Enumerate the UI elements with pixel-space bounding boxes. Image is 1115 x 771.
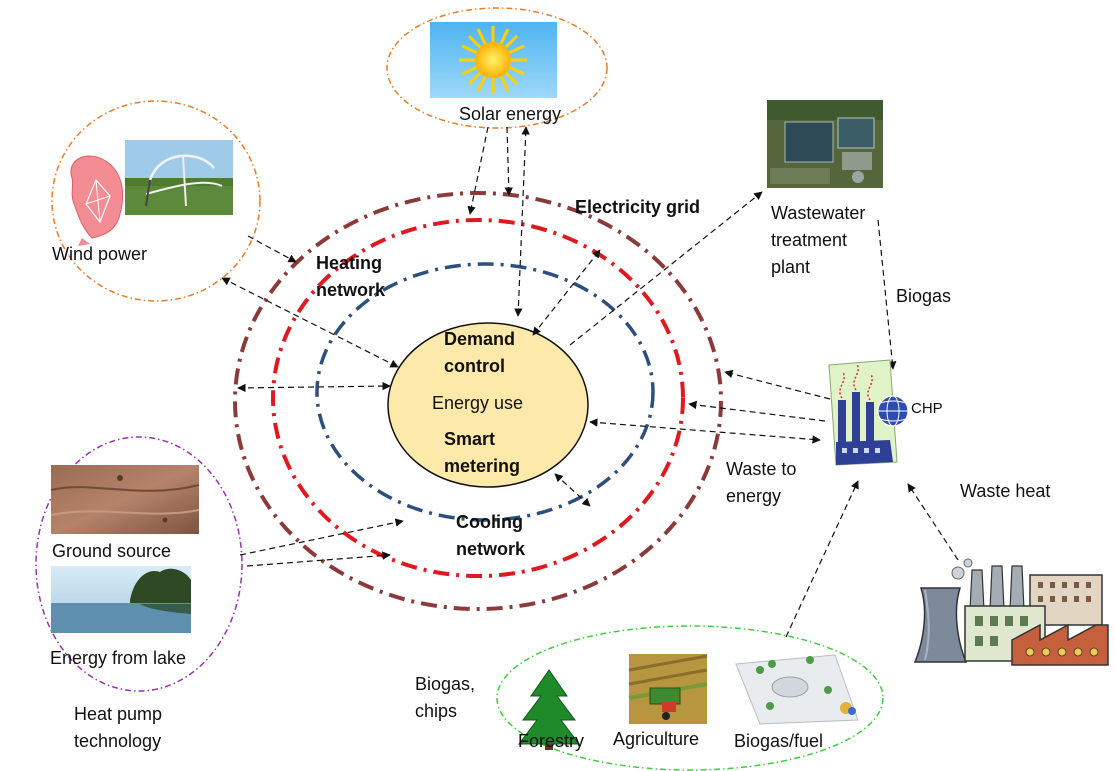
wastewater-label-2: treatment xyxy=(771,230,847,250)
wind-turbine-icon xyxy=(70,155,124,246)
industrial-plant-icon xyxy=(913,558,1109,666)
arrow-left-demand xyxy=(237,381,391,393)
bio-group-oval xyxy=(496,625,884,771)
forestry-tree-icon xyxy=(518,669,580,750)
energy-from-lake-label: Energy from lake xyxy=(50,648,186,668)
solar-energy-label: Solar energy xyxy=(459,104,561,124)
cooling-network-label-2: network xyxy=(456,539,526,559)
energy-use-center xyxy=(387,322,589,488)
arrow-industry-waste-heat xyxy=(907,483,959,561)
arrow-electricity-demand xyxy=(532,249,601,336)
electricity-grid-label: Electricity grid xyxy=(575,197,700,217)
demand-control-label-2: control xyxy=(444,356,505,376)
arrow-lake-to-heating xyxy=(246,551,391,567)
smart-metering-label-2: metering xyxy=(444,456,520,476)
solar-image xyxy=(430,22,557,98)
connection-arrows xyxy=(221,126,959,638)
arrow-chp-demand xyxy=(589,418,821,444)
heat-pump-label-1: Heat pump xyxy=(74,704,162,724)
chp-label: CHP xyxy=(911,400,943,417)
energy-use-label: Energy use xyxy=(432,393,523,413)
cooling-network-label-1: Cooling xyxy=(456,512,523,532)
chp-plant-icon xyxy=(828,359,898,466)
arrow-wind-demand xyxy=(221,277,399,368)
heating-network-label-1: Heating xyxy=(316,253,382,273)
wastewater-label-3: plant xyxy=(771,257,810,277)
agriculture-photo xyxy=(628,654,708,724)
arrow-wastewater-biogas xyxy=(877,219,897,370)
biogas-plant-photo xyxy=(735,654,859,725)
electricity-grid-ring xyxy=(233,191,723,611)
arrow-solar-to-heating xyxy=(504,126,513,196)
arrow-wind-to-heating xyxy=(247,235,297,263)
wastewater-plant-photo xyxy=(767,100,883,188)
biogas-fuel-label: Biogas/fuel xyxy=(734,731,823,751)
arrow-solar-demand xyxy=(514,126,530,317)
lake-photo xyxy=(51,566,191,633)
waste-to-energy-label-1: Waste to xyxy=(726,459,796,479)
solar-group-oval xyxy=(386,7,608,129)
wind-photo xyxy=(125,140,233,215)
arrow-solar-to-electricity xyxy=(467,126,489,215)
heat-pump-label-2: technology xyxy=(74,731,161,751)
wastewater-label-1: Wastewater xyxy=(771,203,865,223)
biogas-chips-label-1: Biogas, xyxy=(415,674,475,694)
biogas-chips-label-2: chips xyxy=(415,701,457,721)
waste-heat-label: Waste heat xyxy=(960,481,1050,501)
waste-to-energy-label-2: energy xyxy=(726,486,781,506)
smart-metering-label-1: Smart xyxy=(444,429,495,449)
globe-icon xyxy=(877,395,909,427)
biogas-label: Biogas xyxy=(896,286,951,306)
demand-control-label-1: Demand xyxy=(444,329,515,349)
arrow-to-wastewater xyxy=(569,191,763,346)
heat-pump-group-oval xyxy=(35,436,243,692)
forestry-label: Forestry xyxy=(518,731,584,751)
heating-network-ring xyxy=(271,218,685,578)
wind-group-oval xyxy=(51,100,261,302)
ground-source-label: Ground source xyxy=(52,541,171,561)
arrow-chp-to-heating xyxy=(688,400,826,422)
heating-network-label-2: network xyxy=(316,280,386,300)
arrow-bio-to-chp xyxy=(785,480,859,638)
ground-source-photo xyxy=(50,465,200,534)
arrow-ground-to-cooling xyxy=(239,518,404,556)
arrow-metering-cooling xyxy=(554,473,591,507)
wind-power-label: Wind power xyxy=(52,244,147,264)
arrow-chp-to-electricity xyxy=(724,369,831,400)
agriculture-label: Agriculture xyxy=(613,729,699,749)
